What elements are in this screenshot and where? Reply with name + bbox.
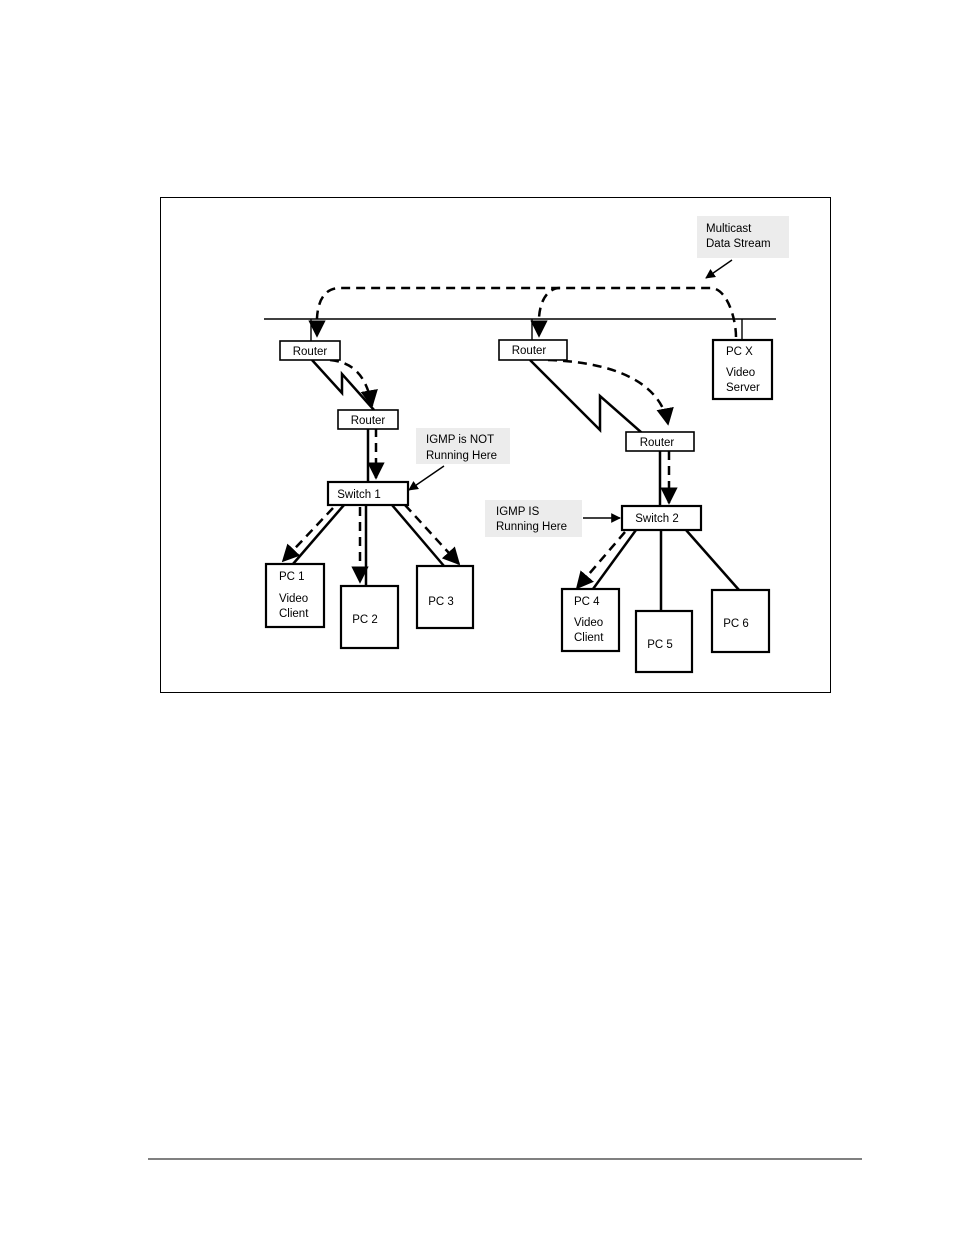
router-b-label: Router — [512, 345, 547, 357]
router-c-label: Router — [351, 415, 386, 427]
pc-5-label: PC 5 — [647, 639, 673, 651]
pc-4-label: PC 4 — [574, 596, 600, 608]
multicast-callout-pointer — [706, 260, 732, 278]
switch-2-label: Switch 2 — [635, 513, 678, 525]
igmp-is-callout-line2: Running Here — [496, 521, 567, 533]
link-switch2-pc4 — [593, 530, 636, 589]
multicast-callout-line2: Data Stream — [706, 238, 771, 250]
switch-1-label: Switch 1 — [337, 489, 380, 501]
igmp-not-callout-pointer — [409, 466, 444, 490]
pc-4-role-line2: Client — [574, 632, 604, 644]
multicast-stream-to-router-a — [317, 288, 736, 337]
pc-3-label: PC 3 — [428, 596, 454, 608]
link-switch1-pc3 — [392, 505, 444, 566]
link-switch2-pc6 — [686, 530, 739, 590]
multicast-callout-line1: Multicast — [706, 223, 752, 235]
igmp-not-callout-line2: Running Here — [426, 450, 497, 462]
link-switch1-pc1 — [293, 505, 344, 564]
pc-x-role-line1: Video — [726, 367, 755, 379]
pc-1-label: PC 1 — [279, 571, 305, 583]
pc-4-role-line1: Video — [574, 617, 603, 629]
stream-switch1-pc1 — [283, 508, 333, 561]
pc-x-label: PC X — [726, 346, 753, 358]
pc-6-label: PC 6 — [723, 618, 749, 630]
pc-x-role-line2: Server — [726, 382, 760, 394]
wan-link-right — [530, 360, 642, 433]
pc-2-label: PC 2 — [352, 614, 378, 626]
multicast-stream-to-router-b — [539, 288, 560, 336]
router-d-label: Router — [640, 437, 675, 449]
router-a-label: Router — [293, 346, 328, 358]
stream-switch1-pc3 — [405, 505, 459, 564]
stream-wan-right — [548, 360, 668, 424]
igmp-is-callout-line1: IGMP IS — [496, 506, 540, 518]
pc-1-role-line2: Client — [279, 608, 309, 620]
igmp-not-callout-line1: IGMP is NOT — [426, 434, 494, 446]
pc-1-role-line1: Video — [279, 593, 308, 605]
